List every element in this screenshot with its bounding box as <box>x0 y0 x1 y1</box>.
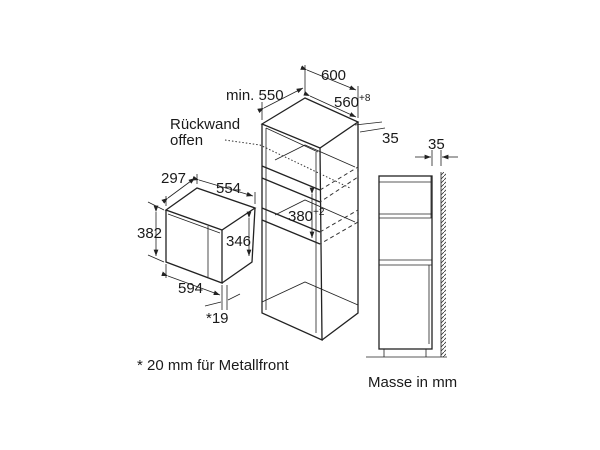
dim-niche-width: 560+8 <box>334 93 371 111</box>
dim-appliance-height: 382 <box>137 225 162 242</box>
side-view-drawing <box>366 150 458 358</box>
footnote: * 20 mm für Metallfront <box>137 357 290 374</box>
dim-appliance-depth: 554 <box>216 180 241 197</box>
dim-cabinet-depth: min. 550 <box>226 87 284 104</box>
dim-front-thickness: *19 <box>206 310 229 327</box>
rear-wall-label-line1: Rückwand <box>170 116 240 133</box>
dim-rear-gap: 35 <box>382 130 399 147</box>
dim-appliance-width: 594 <box>178 280 203 297</box>
dim-cabinet-width: 600 <box>321 67 346 84</box>
units-label: Masse in mm <box>368 374 457 391</box>
rear-wall-label-line2: offen <box>170 132 203 149</box>
appliance-drawing <box>147 174 257 310</box>
dim-side-rear-gap: 35 <box>428 136 445 153</box>
dim-appliance-body-height: 346 <box>226 233 251 250</box>
dim-appliance-depth-front: 297 <box>161 170 186 187</box>
tall-cabinet-drawing <box>224 65 386 342</box>
dim-niche-height: 380+2 <box>288 207 325 225</box>
